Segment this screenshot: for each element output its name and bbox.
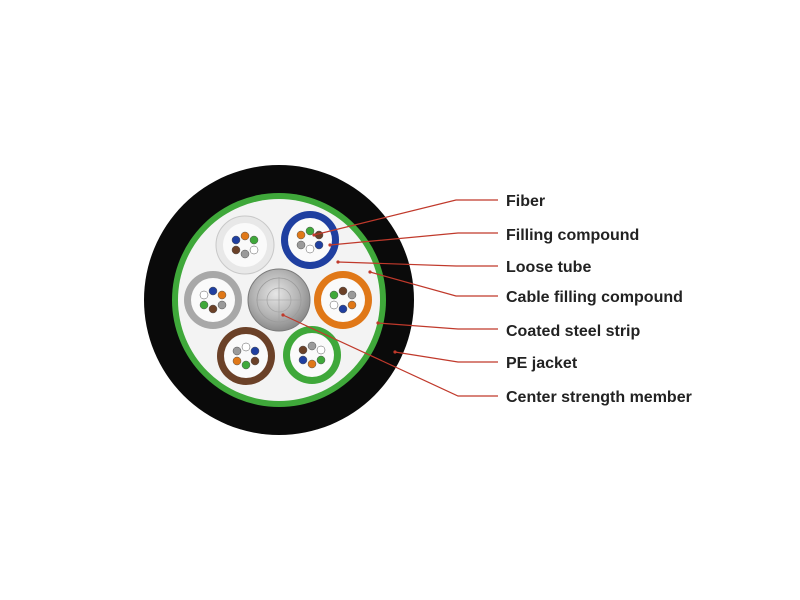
label-coated-steel-strip: Coated steel strip xyxy=(506,323,640,340)
leader-dot xyxy=(328,243,332,247)
leader-dot xyxy=(281,313,285,317)
fiber xyxy=(307,359,317,369)
fiber xyxy=(208,304,218,314)
label-loose-tube: Loose tube xyxy=(506,259,591,276)
fiber xyxy=(347,300,357,310)
fiber xyxy=(199,290,209,300)
leader-line xyxy=(337,261,498,267)
fiber xyxy=(314,240,324,250)
leader-line xyxy=(377,322,498,330)
fiber xyxy=(199,300,209,310)
fiber xyxy=(250,346,260,356)
fiber xyxy=(316,345,326,355)
leader-line xyxy=(369,271,498,297)
callout-labels: Fiber Filling compound Loose tube Cable … xyxy=(506,193,692,406)
fiber xyxy=(232,346,242,356)
fiber xyxy=(240,249,250,259)
fiber xyxy=(305,226,315,236)
fiber xyxy=(296,240,306,250)
fiber xyxy=(298,355,308,365)
fiber xyxy=(249,245,259,255)
leader-line xyxy=(313,199,498,236)
leader-dot xyxy=(336,260,340,264)
leader-lines xyxy=(281,199,498,397)
label-cable-filling-compound: Cable filling compound xyxy=(506,289,683,306)
fiber xyxy=(329,300,339,310)
loose-tube xyxy=(217,327,275,385)
fiber xyxy=(241,342,251,352)
fiber xyxy=(305,244,315,254)
center-strength-member xyxy=(247,268,311,332)
loose-tubes xyxy=(184,211,372,385)
fiber xyxy=(296,230,306,240)
fiber xyxy=(231,235,241,245)
fiber xyxy=(316,355,326,365)
fiber xyxy=(241,360,251,370)
label-pe-jacket: PE jacket xyxy=(506,355,578,372)
fiber xyxy=(307,341,317,351)
loose-tube xyxy=(283,326,341,384)
fiber xyxy=(329,290,339,300)
fiber xyxy=(347,290,357,300)
label-fiber: Fiber xyxy=(506,193,545,210)
leader-dot xyxy=(312,233,316,237)
fiber xyxy=(217,290,227,300)
fiber xyxy=(250,356,260,366)
loose-tube xyxy=(281,211,339,269)
leader-line xyxy=(394,351,498,363)
leader-dot xyxy=(376,321,380,325)
loose-tube xyxy=(215,215,275,275)
fiber xyxy=(298,345,308,355)
label-filling-compound: Filling compound xyxy=(506,227,639,244)
leader-line xyxy=(329,232,498,246)
loose-tube xyxy=(184,271,242,329)
fiber xyxy=(232,356,242,366)
fiber xyxy=(240,231,250,241)
leader-dot xyxy=(368,270,372,274)
leader-line xyxy=(282,314,498,397)
fiber xyxy=(249,235,259,245)
fiber xyxy=(338,286,348,296)
fiber xyxy=(338,304,348,314)
fiber xyxy=(231,245,241,255)
fiber xyxy=(208,286,218,296)
fiber xyxy=(217,300,227,310)
label-center-strength-member: Center strength member xyxy=(506,389,692,406)
loose-tube xyxy=(314,271,372,329)
leader-dot xyxy=(393,350,397,354)
